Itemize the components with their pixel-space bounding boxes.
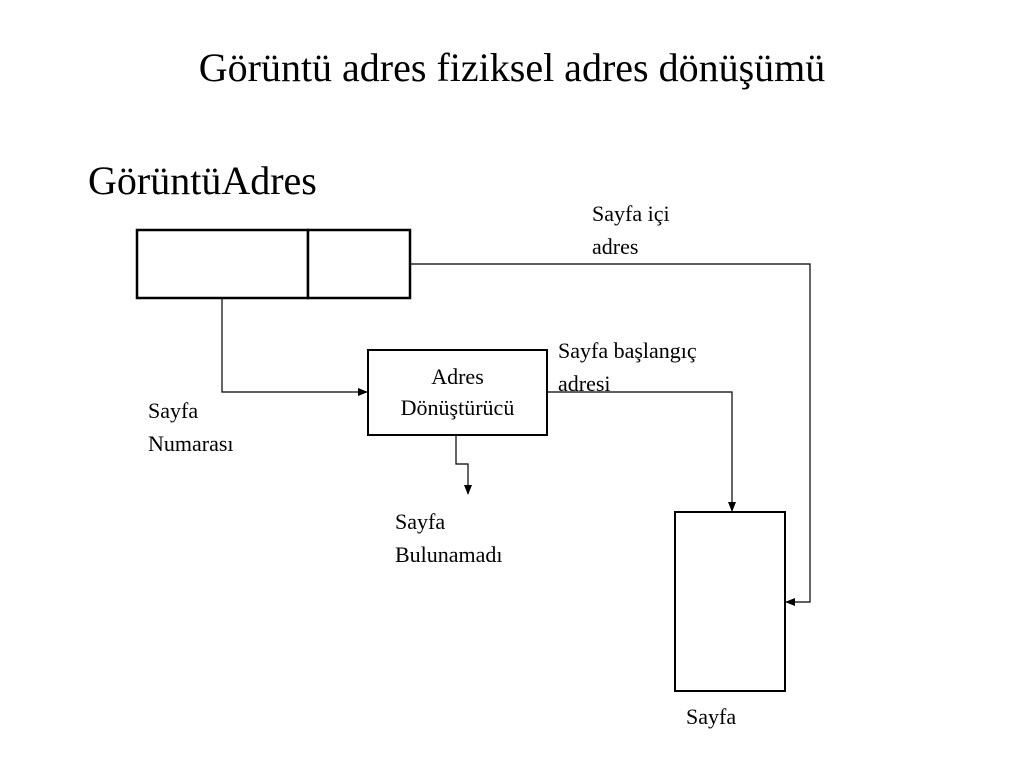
page-frame-box xyxy=(674,511,786,692)
converter-label-line1: Adres xyxy=(431,364,484,389)
converter-label-line2: Dönüştürücü xyxy=(400,395,515,420)
page-start-label: Sayfa başlangıç adresi xyxy=(558,334,697,400)
page-not-found-label-line1: Sayfa xyxy=(395,509,446,534)
offset-label: Sayfa içi adres xyxy=(592,197,670,263)
offset-label-line1: Sayfa içi xyxy=(592,201,670,226)
converter-label: Adres Dönüştürücü xyxy=(368,361,547,423)
page-start-label-line1: Sayfa başlangıç xyxy=(558,338,697,363)
offset-label-line2: adres xyxy=(592,234,639,259)
page-frame-label: Sayfa xyxy=(686,704,737,729)
virtual-address-heading: GörüntüAdres xyxy=(88,158,317,203)
page-not-found-label-line2: Bulunamadı xyxy=(395,542,503,567)
offset-arrow xyxy=(410,263,811,606)
page-number-arrow xyxy=(221,298,368,396)
offset-field xyxy=(306,228,412,300)
page-number-label-line2: Numarası xyxy=(148,431,234,456)
page-start-label-line2: adresi xyxy=(558,371,611,396)
page-number-field xyxy=(135,228,310,300)
page-not-found-arrow xyxy=(455,435,472,495)
page-number-label-line1: Sayfa xyxy=(148,398,199,423)
page-number-label: Sayfa Numarası xyxy=(148,394,234,460)
page-not-found-label: Sayfa Bulunamadı xyxy=(395,505,503,571)
slide-title: Görüntü adres fiziksel adres dönüşümü xyxy=(198,45,826,90)
page-start-arrow xyxy=(547,391,736,512)
